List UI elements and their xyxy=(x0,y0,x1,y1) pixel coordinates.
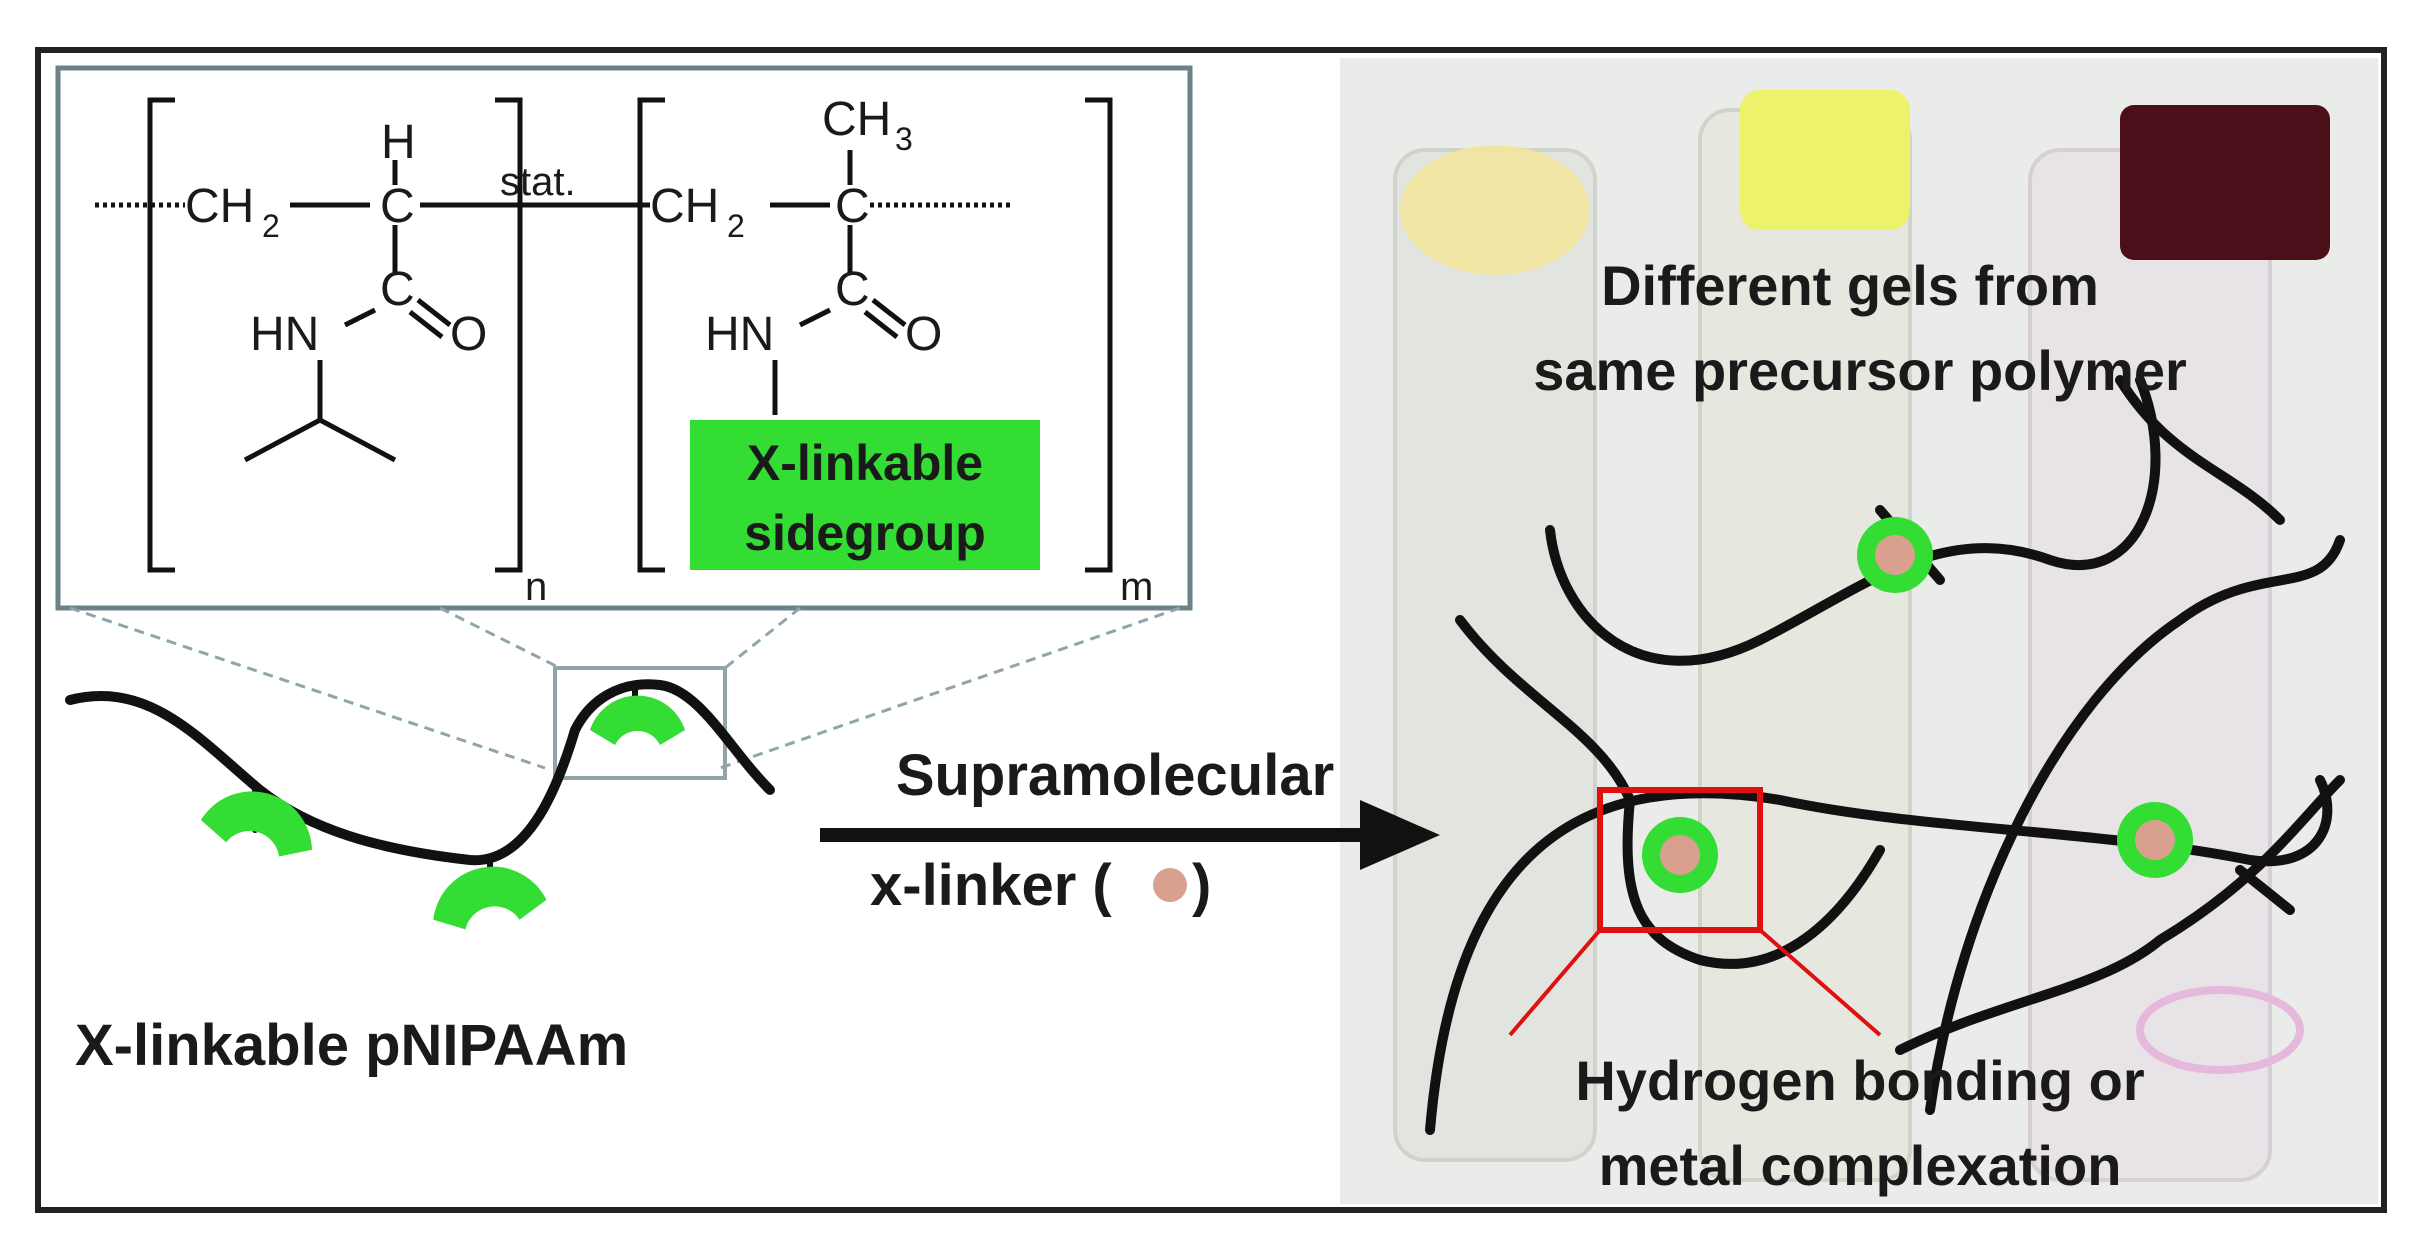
ch3-label: CH xyxy=(822,93,891,146)
callout-label-line2: metal complexation xyxy=(1599,1134,2122,1197)
hn-label: HN xyxy=(705,308,774,361)
crosslinker-dot xyxy=(1875,535,1915,575)
photo-title-line2: same precursor polymer xyxy=(1533,339,2187,402)
photo-panel xyxy=(1340,58,2378,1204)
sidegroup-label-line1: X-linkable xyxy=(747,435,983,491)
repeat-n-label: n xyxy=(525,565,547,609)
callout-line-left xyxy=(1508,928,1602,1037)
hn-label: HN xyxy=(250,308,319,361)
sidegroup-label-line2: sidegroup xyxy=(744,505,986,561)
zoom-guide-line xyxy=(719,606,1181,770)
o-label: O xyxy=(905,308,942,361)
arrow-head xyxy=(1360,800,1440,870)
sidegroup-crescent xyxy=(433,866,547,930)
ch2-subscript: 2 xyxy=(727,208,745,244)
stat-label: stat. xyxy=(500,160,576,204)
crosslink-node xyxy=(1857,517,1933,593)
crosslinker-dot xyxy=(2135,820,2175,860)
double-bond xyxy=(863,310,899,339)
network-chain xyxy=(1455,615,1885,969)
bond xyxy=(243,417,322,463)
callout xyxy=(1508,787,1882,1037)
bracket-right-n xyxy=(495,97,523,573)
repeat-m-label: m xyxy=(1120,565,1153,609)
photo-title-line1: Different gels from xyxy=(1601,254,2099,317)
gel-cap-yellow xyxy=(1740,90,1910,230)
network-chain xyxy=(1425,775,2333,1135)
bond xyxy=(318,417,397,463)
network-link xyxy=(2235,865,2295,915)
bracket-right-m xyxy=(1085,97,1113,573)
chain-path xyxy=(65,679,775,866)
network-chain xyxy=(2115,375,2285,525)
vial-ring-pink xyxy=(2136,986,2304,1074)
bond xyxy=(798,307,832,328)
ch2-label: CH xyxy=(650,180,719,233)
network-chain xyxy=(1925,535,2345,1115)
zoom-guide-line xyxy=(69,606,546,770)
crosslinker-dot xyxy=(1660,835,1700,875)
double-bond xyxy=(416,298,452,327)
callout-line-right xyxy=(1758,928,1882,1037)
bracket-left-m xyxy=(637,97,665,573)
arrow-label-suffix: ) xyxy=(1192,853,1211,918)
zoom-guides xyxy=(69,606,1181,770)
chemical-structure: X-linkable sidegroup CH 2 H C C O HN sta… xyxy=(55,65,1193,611)
arrow-label-prefix: x-linker ( xyxy=(870,853,1112,918)
callout-label-line1: Hydrogen bonding or xyxy=(1575,1049,2144,1112)
polymer-label: X-linkable pNIPAAm xyxy=(75,1013,628,1078)
crosslinker-symbol xyxy=(1153,868,1187,902)
zoom-region-box xyxy=(553,666,727,780)
bracket-left-n xyxy=(147,97,175,573)
ch2-label: CH xyxy=(185,180,254,233)
o-label: O xyxy=(450,308,487,361)
c-label: C xyxy=(380,180,415,233)
carbonyl-c-label: C xyxy=(835,263,870,316)
gel-cap-yellow-pale xyxy=(1400,145,1590,275)
carbonyl-c-label: C xyxy=(380,263,415,316)
zoom-guide-line xyxy=(439,606,561,670)
h-label: H xyxy=(381,116,416,169)
arrow-label-line1: Supramolecular xyxy=(896,743,1334,808)
double-bond xyxy=(871,298,907,327)
sidegroup-highlight xyxy=(690,420,1040,570)
crosslink-node xyxy=(1642,817,1718,893)
ch3-subscript: 3 xyxy=(895,121,913,157)
bond xyxy=(343,307,377,328)
crosslink-node xyxy=(2117,802,2193,878)
sidegroup-crescent xyxy=(200,791,313,857)
reaction-arrow xyxy=(820,800,1440,870)
network-chain xyxy=(1895,775,2345,1055)
sidegroup-binders xyxy=(200,695,685,930)
gel-cap-dark-red xyxy=(2120,105,2330,260)
c-label: C xyxy=(835,180,870,233)
callout-box xyxy=(1597,787,1763,933)
sidegroup-crescent xyxy=(590,695,685,745)
ch2-subscript: 2 xyxy=(262,208,280,244)
double-bond xyxy=(408,310,444,339)
